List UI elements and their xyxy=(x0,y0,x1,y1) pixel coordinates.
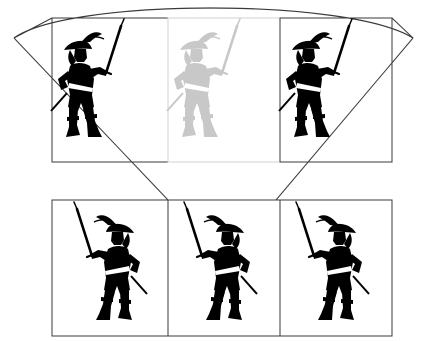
top-figure-right xyxy=(279,19,352,137)
bottom-figure-left xyxy=(74,202,147,320)
bottom-figure-center xyxy=(184,202,257,320)
top-frame-center xyxy=(168,18,280,162)
bottom-figure-right xyxy=(296,202,369,320)
top-figure-center xyxy=(167,19,240,137)
projection-right-edge xyxy=(392,18,413,38)
top-figure-left xyxy=(51,19,124,137)
projection-left-edge xyxy=(14,18,52,38)
top-frame-right xyxy=(280,18,392,162)
